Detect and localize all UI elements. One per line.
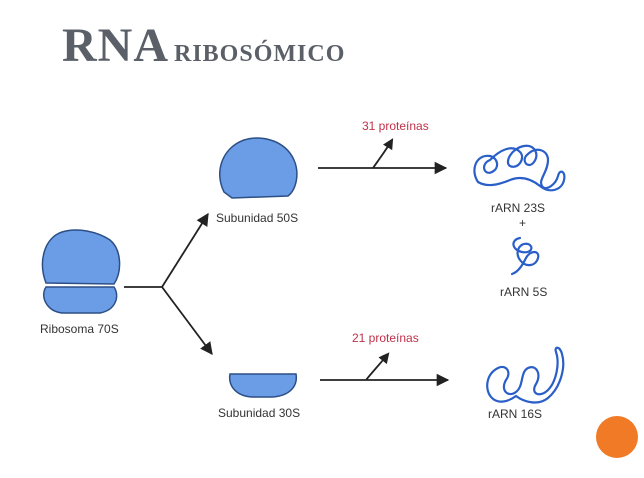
arrow-to-50s: [161, 212, 209, 288]
ribosome-large-part: [41, 229, 121, 285]
arrow-to-30s: [161, 286, 213, 356]
title-main: RNA: [62, 19, 169, 72]
subunit-30s: [228, 373, 298, 398]
subunit-30s-label: Subunidad 30S: [218, 406, 300, 420]
rrna-5s-label: rARN 5S: [500, 285, 547, 299]
ribosome-70s: [41, 229, 121, 314]
proteins-top-label: 31 proteínas: [362, 119, 429, 133]
proteins-bottom-label: 21 proteínas: [352, 331, 419, 345]
ribosome-small-part: [42, 286, 118, 314]
subunit-50s: [219, 137, 298, 199]
protein-release-arrow-bottom: [365, 352, 390, 381]
rrna-16s-strand: [486, 346, 565, 404]
rrna-16s-label: rARN 16S: [488, 407, 542, 421]
split-arrows: [124, 212, 213, 356]
title-rest: ribosómico: [174, 32, 346, 69]
slide-title: RNA ribosómico: [62, 18, 345, 73]
rrna-5s-strand: [510, 236, 540, 276]
ribosome-label: Ribosoma 70S: [40, 322, 119, 336]
rrna-23s-strand: [473, 144, 566, 192]
rrna-23s-label: rARN 23S: [491, 201, 545, 215]
protein-release-arrow-top: [372, 138, 394, 169]
plus-sign: +: [519, 216, 526, 230]
subunit-50s-label: Subunidad 50S: [216, 211, 298, 225]
slide-accent-dot: [596, 416, 638, 458]
